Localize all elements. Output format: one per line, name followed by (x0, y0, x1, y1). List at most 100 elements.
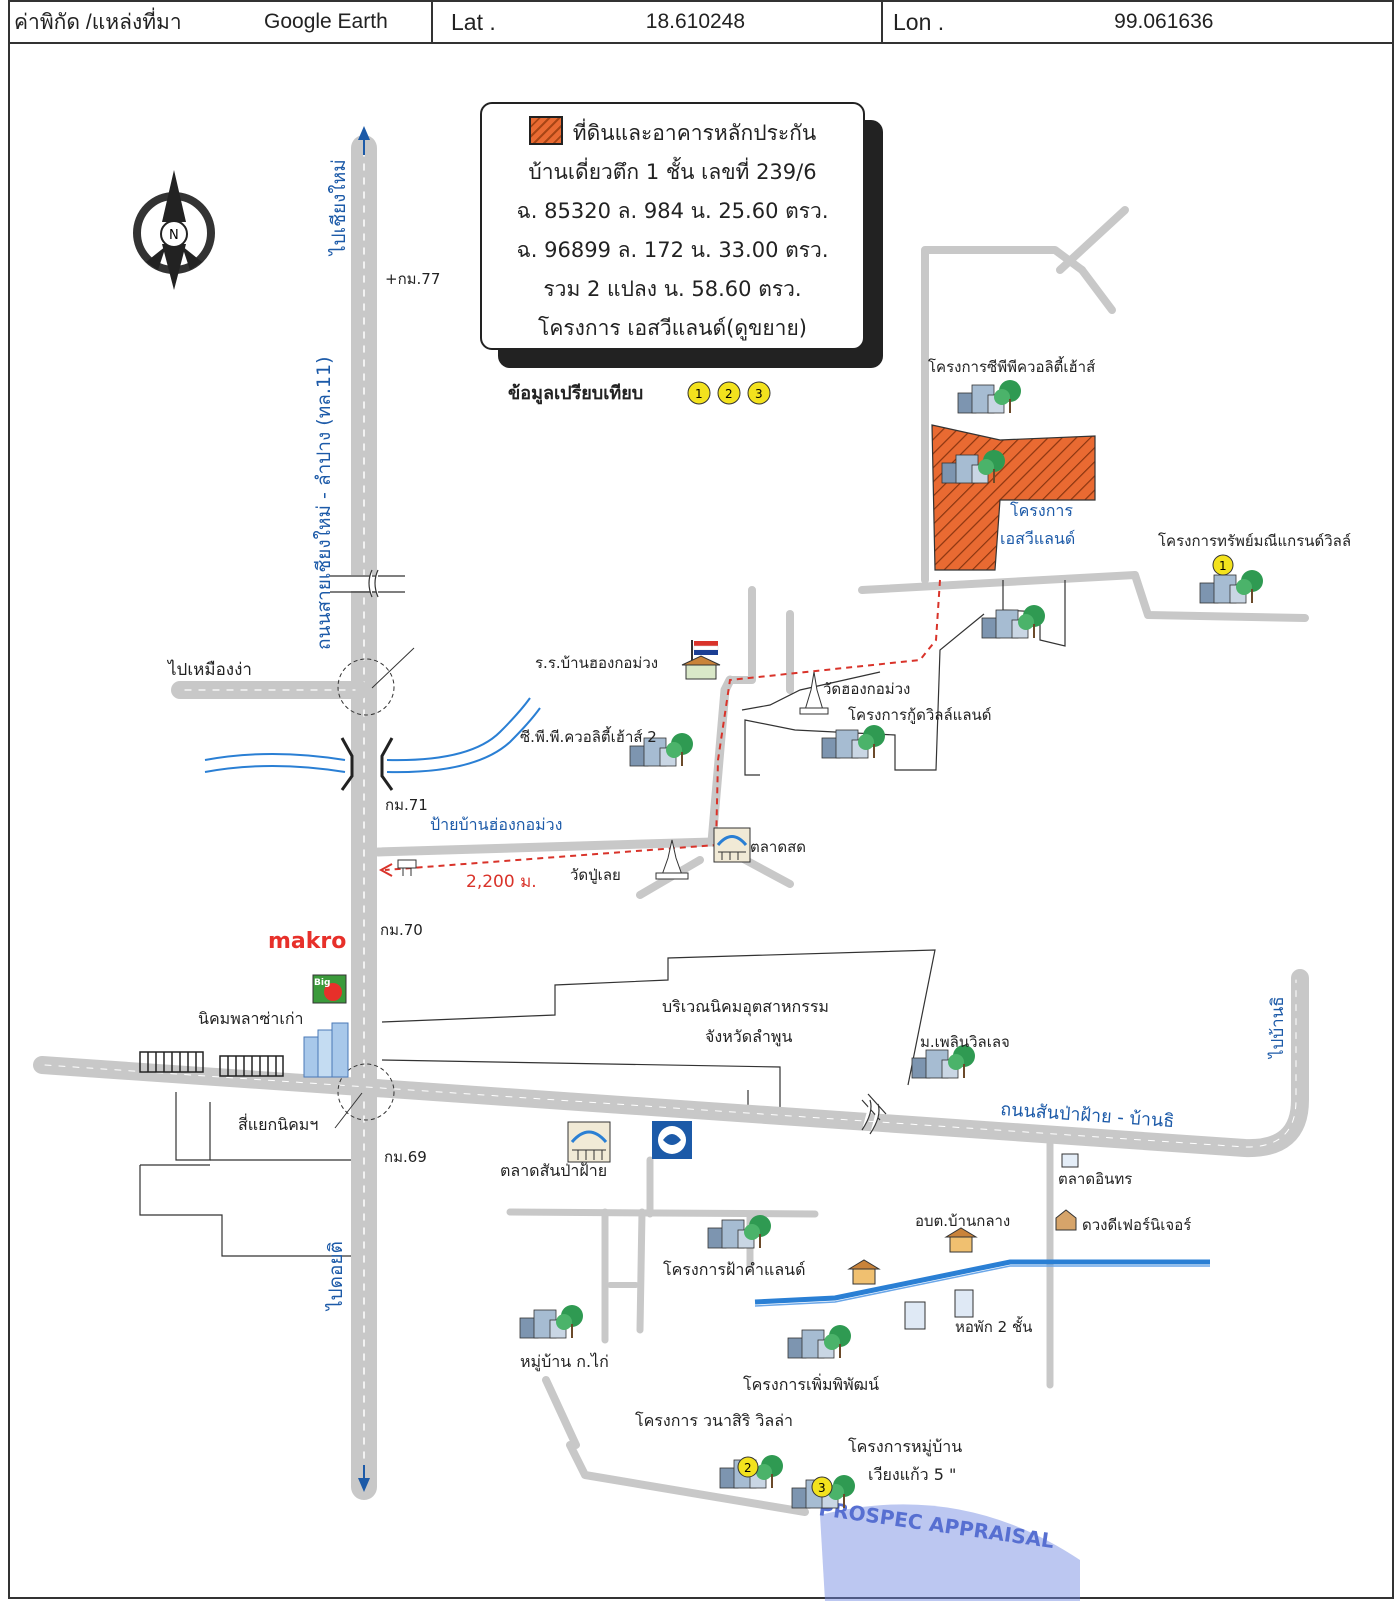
highway-arrows (358, 126, 370, 1492)
legend-title: ที่ดินและอาคารหลักประกัน (572, 121, 817, 145)
market-label: ตลาดสด (750, 838, 806, 856)
industrial-boundary (139, 949, 936, 1257)
cpp2-label: ซี.พี.พี.ควอลิตี้เฮ้าส์ 2 (520, 726, 657, 746)
compare-badge-2: 2 (737, 1456, 759, 1478)
big-c-logo: Big (312, 974, 347, 1004)
to-doi-ti-label: ไปดอยติ (325, 1241, 347, 1312)
source-value: Google Earth (264, 10, 388, 33)
svland-label-1: โครงการ (1010, 501, 1073, 520)
svg-text:1: 1 (1219, 559, 1227, 573)
compare-badge-1: 1 (1212, 554, 1234, 576)
legend-line-1: บ้านเดี่ยวตึก 1 ชั้น เลขที่ 239/6 (528, 160, 817, 184)
house-cluster-icon (941, 450, 1005, 484)
compare-label: ข้อมูลเปรียบเทียบ (508, 383, 643, 405)
legend-box: ที่ดินและอาคารหลักประกัน บ้านเดี่ยวตึก 1… (480, 102, 865, 350)
temple-icon (799, 671, 829, 715)
house-cluster-icon (957, 380, 1021, 414)
cpp-label: โครงการซีพีพีควอลิตี้เฮ้าส์ (928, 356, 1095, 376)
sign-icon (397, 859, 417, 876)
map-frame (8, 44, 1394, 1599)
km71-label: กม.71 (385, 796, 428, 814)
svg-text:3: 3 (755, 387, 763, 401)
wanasiri-label: โครงการ วนาสิริ วิลล่า (635, 1411, 793, 1430)
fakham-label: โครงการฝ้าคำแลนด์ (663, 1260, 805, 1279)
building-icon (303, 1022, 349, 1078)
svg-text:2: 2 (744, 1461, 752, 1475)
river (204, 697, 1210, 1307)
legend-line-2: ฉ. 85320 ล. 984 น. 25.60 ตรว. (516, 199, 829, 223)
kokai-label: หมู่บ้าน ก.ไก่ (520, 1352, 609, 1372)
main-road-label: ถนนสายเชียงใหม่ - ลำปาง (ทล.11) (313, 356, 335, 650)
talad-in-label: ตลาดอินทร (1058, 1170, 1132, 1188)
permpipat-label: โครงการเพิ่มพิพัฒน์ (743, 1373, 879, 1394)
km69-label: กม.69 (384, 1148, 427, 1166)
industrial-label-1: บริเวณนิคมอุตสาหกรรม (662, 997, 829, 1017)
compass-icon: N (133, 170, 215, 290)
junction-circle-south (337, 1063, 395, 1121)
lon-value: 99.061636 (1114, 10, 1214, 33)
makro-logo: makro (268, 929, 346, 954)
lat-cell: Lat . 18.610248 (433, 2, 883, 42)
house-cluster-icon (911, 1045, 975, 1079)
kuti-label: โครงการกู้ดวิลล์แลนด์ (848, 706, 992, 724)
obt-label: อบต.บ้านกลาง (915, 1212, 1010, 1230)
market-icon (567, 1121, 611, 1163)
bank-icon (652, 1121, 692, 1159)
wat-hong-label: วัดฮองกอม่วง (823, 680, 910, 698)
distance-label: 2,200 ม. (466, 872, 537, 892)
vieng-label-2: เวียงแก้ว 5 " (868, 1465, 956, 1484)
coord-label: ค่าพิกัด /แหล่งที่มา (14, 10, 182, 34)
san-market-label: ตลาดสันป่าฝ้าย (500, 1161, 607, 1180)
temple-icon (655, 839, 689, 880)
legend-line-4: รวม 2 แปลง น. 58.60 ตรว. (543, 277, 802, 301)
flag-icon (681, 640, 721, 680)
svg-text:2: 2 (725, 387, 733, 401)
lon-label: Lon . (893, 8, 945, 35)
to-chiangmai-label: ไปเชียงใหม่ (328, 159, 350, 257)
house-cluster-icon (787, 1325, 851, 1359)
house-cluster-icon (821, 725, 885, 759)
lat-label: Lat . (451, 8, 496, 35)
vieng-label-1: โครงการหมู่บ้าน (848, 1437, 962, 1457)
house-cluster-icon (1199, 570, 1263, 604)
dorm-icon (904, 1289, 974, 1330)
road-breaks (330, 569, 887, 1135)
plern-label: ม.เพลินวิลเลจ (920, 1033, 1010, 1051)
roads (33, 135, 1309, 1516)
house-cluster-icon (629, 733, 693, 767)
home-icon (847, 1259, 881, 1285)
wat-pu-label: วัดปู่เลย (570, 866, 621, 884)
collateral-parcel (931, 424, 1096, 571)
to-ban-thi-label: ไปบ้านธิ (1267, 996, 1288, 1060)
plot-outlines (741, 580, 1066, 776)
market-icon (1061, 1153, 1079, 1168)
svg-text:1: 1 (695, 387, 703, 401)
lat-value: 18.610248 (645, 10, 746, 33)
school-label: ร.ร.บ้านฮองกอม่วง (535, 654, 658, 672)
svg-text:3: 3 (818, 1481, 826, 1495)
svland-label-2: เอสวีแลนด์ (1000, 529, 1075, 548)
appraisal-stamp: PROSPEC APPRAISAL (817, 1496, 1080, 1601)
legend-line-3: ฉ. 96899 ล. 172 น. 33.00 ตรว. (516, 238, 829, 262)
home-icon (944, 1227, 978, 1253)
compare-badge-3: 3 (811, 1476, 833, 1498)
house-cluster-icon (519, 1305, 583, 1339)
parcel-swatch (528, 116, 563, 145)
compass-letter: N (169, 228, 179, 243)
to-muang-nga-label: ไปเหมืองง่า (166, 659, 252, 680)
km70-label: กม.70 (380, 921, 423, 939)
legend-title-row: ที่ดินและอาคารหลักประกัน (482, 114, 863, 153)
compare-legend-badges: 1 2 3 (687, 381, 771, 405)
junction-circle-north (337, 658, 395, 716)
coordinate-header: ค่าพิกัด /แหล่งที่มา Google Earth Lat . … (8, 0, 1394, 44)
lon-cell: Lon . 99.061636 (883, 2, 1392, 42)
sapmanee-label: โครงการทรัพย์มณีแกรนด์วิลล์ (1158, 532, 1351, 550)
house-cluster-icon (707, 1215, 771, 1249)
home-icon (1055, 1209, 1077, 1231)
market-icon (713, 827, 751, 863)
duangdee-label: ดวงดีเฟอร์นิเจอร์ (1082, 1216, 1191, 1234)
sign-label: ป้ายบ้านฮ่องกอม่วง (430, 815, 562, 834)
legend-line-5: โครงการ เอสวีแลนด์(ดูขยาย) (538, 316, 807, 340)
house-cluster-icon (981, 605, 1045, 639)
